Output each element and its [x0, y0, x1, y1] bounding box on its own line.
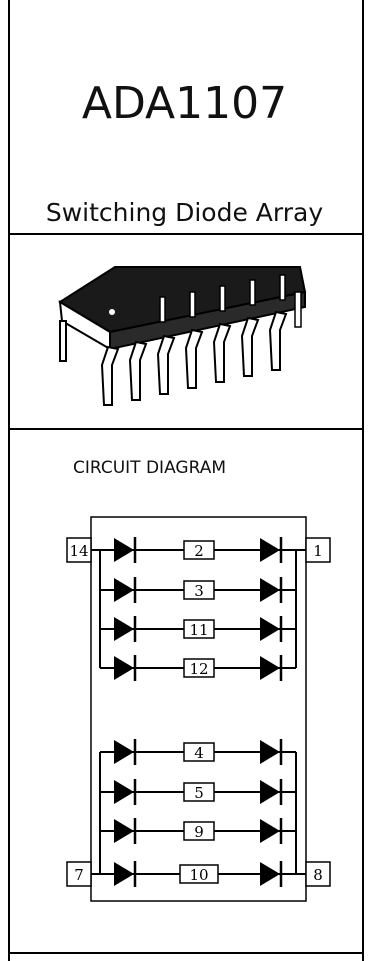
- diode-row-pin-5: 5: [100, 779, 296, 805]
- pin-12-label: 12: [189, 660, 208, 678]
- pin-1-label: 1: [313, 542, 323, 560]
- pin-12-box: [183, 658, 215, 678]
- pin-2-box: [183, 540, 215, 560]
- diode-row-pin-11: 11: [100, 616, 296, 642]
- pin-9-box: [183, 821, 215, 841]
- pin-7-box: 7: [66, 861, 92, 887]
- pin-1-box: 1: [305, 537, 331, 563]
- pin-7-label: 7: [74, 866, 84, 884]
- diode-row-pin-12: 12: [100, 655, 296, 681]
- pin-8-label: 8: [313, 866, 323, 884]
- pin-4-box: [183, 742, 215, 762]
- package-outline: [90, 516, 307, 902]
- diode-row-pin-9: 9: [100, 818, 296, 844]
- pin-11-label: 11: [189, 621, 208, 639]
- pin-5-label: 5: [194, 784, 204, 802]
- diode-row-pin-10: 10: [100, 861, 296, 887]
- pin-14-box: 14: [66, 537, 92, 563]
- pin-9-label: 9: [194, 823, 204, 841]
- upper-diode-group: [91, 549, 306, 668]
- pin-3-box: [183, 580, 215, 600]
- pin-5-box: [183, 782, 215, 802]
- part-number-title: ADA1107: [81, 78, 288, 129]
- pin-14-label: 14: [69, 542, 88, 560]
- pin-11-box: [183, 619, 215, 639]
- pin-2-label: 2: [194, 542, 204, 560]
- diode-row-pin-2: 2: [100, 537, 296, 563]
- lower-diode-group: [91, 752, 306, 875]
- diode-row-pin-4: 4: [100, 739, 296, 765]
- circuit-diagram: 14 1 7 8 2: [66, 516, 331, 902]
- pin-3-label: 3: [194, 582, 204, 600]
- pin-10-box: [179, 864, 219, 884]
- pin-4-label: 4: [194, 744, 204, 762]
- diode-row-pin-3: 3: [100, 577, 296, 603]
- circuit-diagram-heading: CIRCUIT DIAGRAM: [73, 458, 226, 478]
- pin-10-label: 10: [189, 866, 208, 884]
- part-description: Switching Diode Array: [45, 198, 324, 227]
- pin-8-box: 8: [305, 861, 331, 887]
- dip14-package-image: [58, 266, 307, 406]
